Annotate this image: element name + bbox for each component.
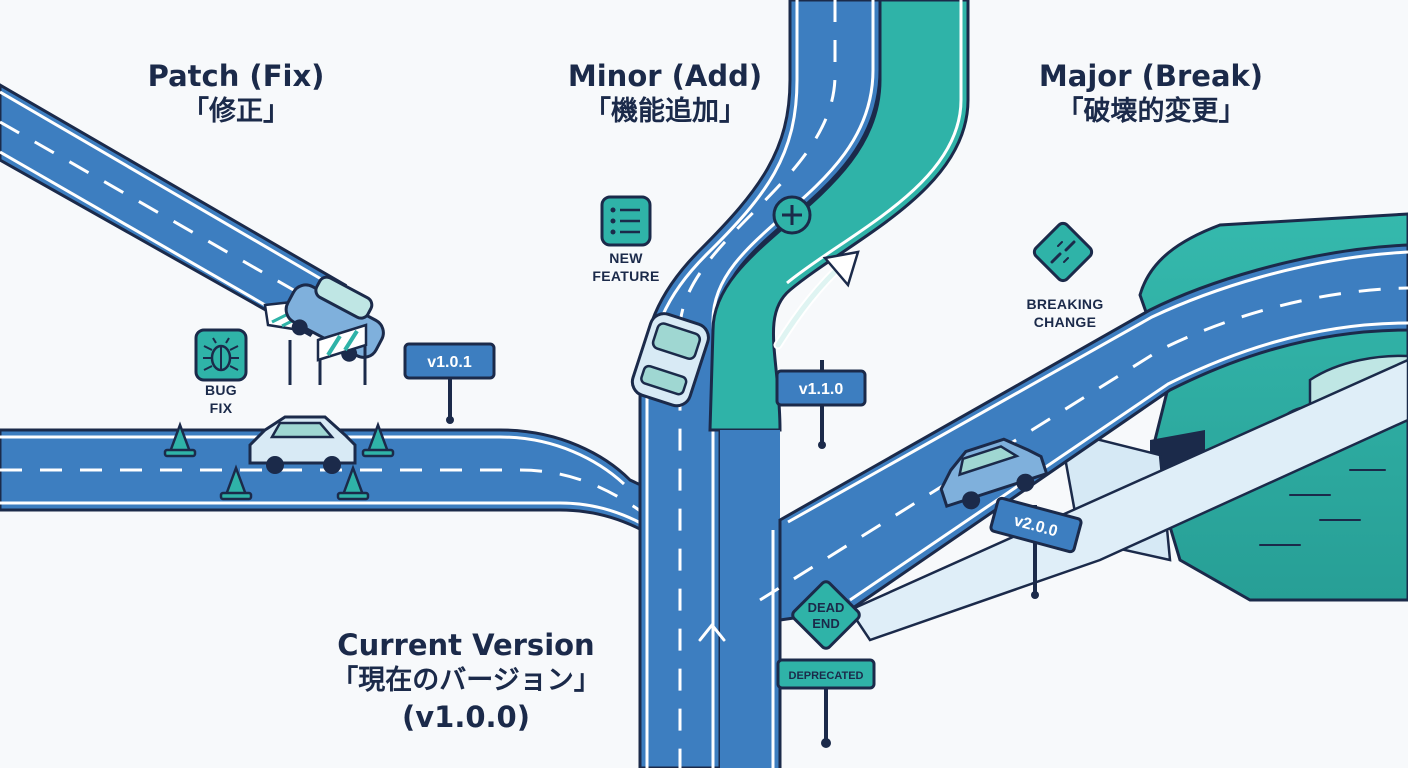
- minor-title-jp: 「機能追加」: [584, 96, 746, 128]
- road-barrier: [288, 323, 368, 385]
- version-label-minor: v1.1.0: [799, 381, 844, 398]
- traffic-cones: [163, 421, 395, 501]
- list-icon: [600, 195, 652, 247]
- major-title: Major (Break) 「破壊的変更」: [1022, 58, 1280, 130]
- broken-link-icon: [1032, 221, 1094, 283]
- breaking-caption-line-2: CHANGE: [1033, 314, 1097, 331]
- version-label-patch: v1.0.1: [427, 354, 472, 371]
- car-major: [939, 437, 1049, 510]
- feature-caption-line-1: NEW: [609, 250, 643, 266]
- dead-end-line-2: END: [812, 616, 839, 631]
- current-title: Current Version 「現在のバージョン」 (v1.0.0): [316, 627, 616, 736]
- patch-title-jp: 「修正」: [182, 96, 290, 128]
- breaking-caption-line-1: BREAKING: [1026, 296, 1104, 312]
- sign-v1-1-0: v1.1.0: [775, 360, 867, 445]
- minor-title-en: Minor (Add): [567, 59, 763, 93]
- deprecated-plate: DEPRECATED: [789, 670, 864, 682]
- major-bridge: [759, 243, 1408, 642]
- car-current: [248, 415, 357, 474]
- new-feature-caption: NEW FEATURE: [576, 249, 676, 285]
- minor-title: Minor (Add) 「機能追加」: [552, 58, 778, 130]
- bug-fix-caption: BUG FIX: [176, 381, 266, 417]
- major-title-en: Major (Break): [1038, 59, 1264, 93]
- bug-caption-line-1: BUG: [204, 382, 237, 398]
- road-junction: [698, 430, 782, 768]
- feature-caption-line-2: FEATURE: [592, 268, 660, 285]
- patch-title: Patch (Fix) 「修正」: [131, 58, 341, 130]
- arrow-up-right-icon: [773, 250, 860, 350]
- sign-v2-0-0: v2.0.0: [989, 496, 1083, 595]
- breaking-change-caption: BREAKING CHANGE: [1013, 295, 1117, 331]
- current-title-en: Current Version: [337, 628, 595, 662]
- bug-caption-line-2: FIX: [209, 400, 233, 417]
- car-minor: [630, 312, 710, 408]
- plus-icon: [772, 195, 812, 235]
- current-version: (v1.0.0): [402, 699, 530, 734]
- patch-title-en: Patch (Fix): [147, 59, 325, 93]
- dead-end-sign: DEAD END DEPRECATED: [776, 580, 876, 748]
- major-title-jp: 「破壊的変更」: [1056, 96, 1246, 128]
- dead-end-line-1: DEAD: [808, 600, 845, 615]
- sign-v1-0-1: v1.0.1: [403, 342, 496, 420]
- bug-icon: [194, 328, 248, 382]
- current-title-jp: 「現在のバージョン」: [331, 665, 601, 697]
